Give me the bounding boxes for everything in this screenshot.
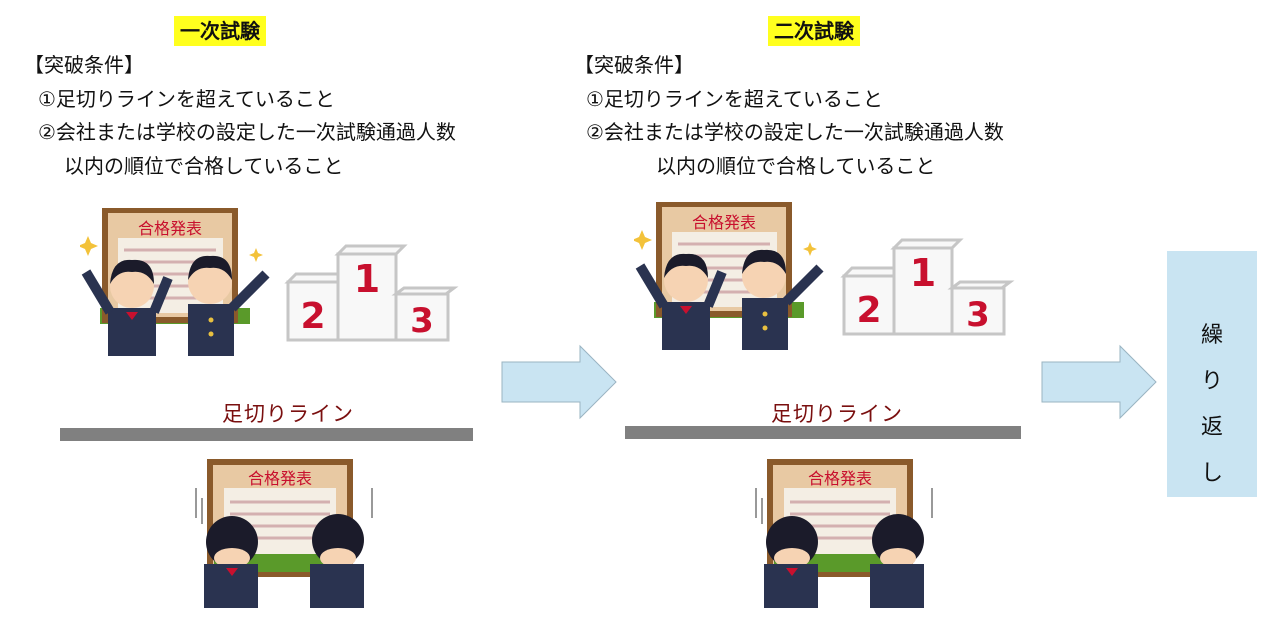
stage2-failing-students-illustration: 合格発表 [755, 459, 933, 608]
arrow-2-icon [1041, 344, 1157, 420]
stage1-condition-title: 【突破条件】 [24, 53, 144, 77]
repeat-char-4: し [1200, 461, 1223, 486]
stage2-podium-rank-1: 1 [910, 251, 936, 295]
stage1-podium-rank-2: 2 [300, 296, 325, 337]
repeat-char-2: り [1200, 369, 1223, 394]
repeat-char-1: 繰 [1200, 323, 1223, 348]
stage1-board-title: 合格発表 [138, 219, 202, 238]
stage1-cutoff-label: 足切りライン [222, 402, 354, 426]
stage2-podium-rank-2: 2 [856, 290, 881, 331]
stage1-podium-rank-1: 1 [354, 257, 380, 301]
stage2-passing-students-illustration: 合格発表 [634, 202, 824, 350]
stage1-failing-board-title: 合格発表 [248, 469, 312, 488]
stage2-cutoff-bar [625, 426, 1021, 439]
stage2-podium-rank-3: 3 [966, 295, 990, 335]
stage1-heading: 一次試験 [174, 16, 266, 46]
stage1-podium-rank-3: 3 [410, 301, 434, 341]
stage2-condition-title: 【突破条件】 [574, 53, 694, 77]
stage1-condition-3: 以内の順位で合格していること [64, 154, 344, 178]
stage1-cutoff-bar [60, 428, 473, 441]
stage2-failing-board-title: 合格発表 [808, 469, 872, 488]
stage2-condition-2: ②会社または学校の設定した一次試験通過人数 [586, 120, 1004, 144]
stage2-condition-3: 以内の順位で合格していること [656, 154, 936, 178]
stage1-podium-illustration: 1 2 3 [284, 244, 459, 342]
stage1-passing-students-illustration: 合格発表 [80, 208, 270, 356]
stage1-condition-2: ②会社または学校の設定した一次試験通過人数 [38, 120, 456, 144]
stage2-board-title: 合格発表 [692, 213, 756, 232]
arrow-1-icon [501, 344, 617, 420]
repeat-char-3: 返 [1200, 415, 1223, 440]
stage2-heading: 二次試験 [768, 16, 860, 46]
stage2-podium-illustration: 1 2 3 [840, 238, 1015, 336]
stage1-failing-students-illustration: 合格発表 [195, 459, 373, 608]
stage2-cutoff-label: 足切りライン [771, 402, 903, 426]
repeat-box: 繰 り 返 し [1167, 251, 1257, 497]
stage2-condition-1: ①足切りラインを超えていること [586, 87, 883, 111]
stage1-condition-1: ①足切りラインを超えていること [38, 87, 335, 111]
